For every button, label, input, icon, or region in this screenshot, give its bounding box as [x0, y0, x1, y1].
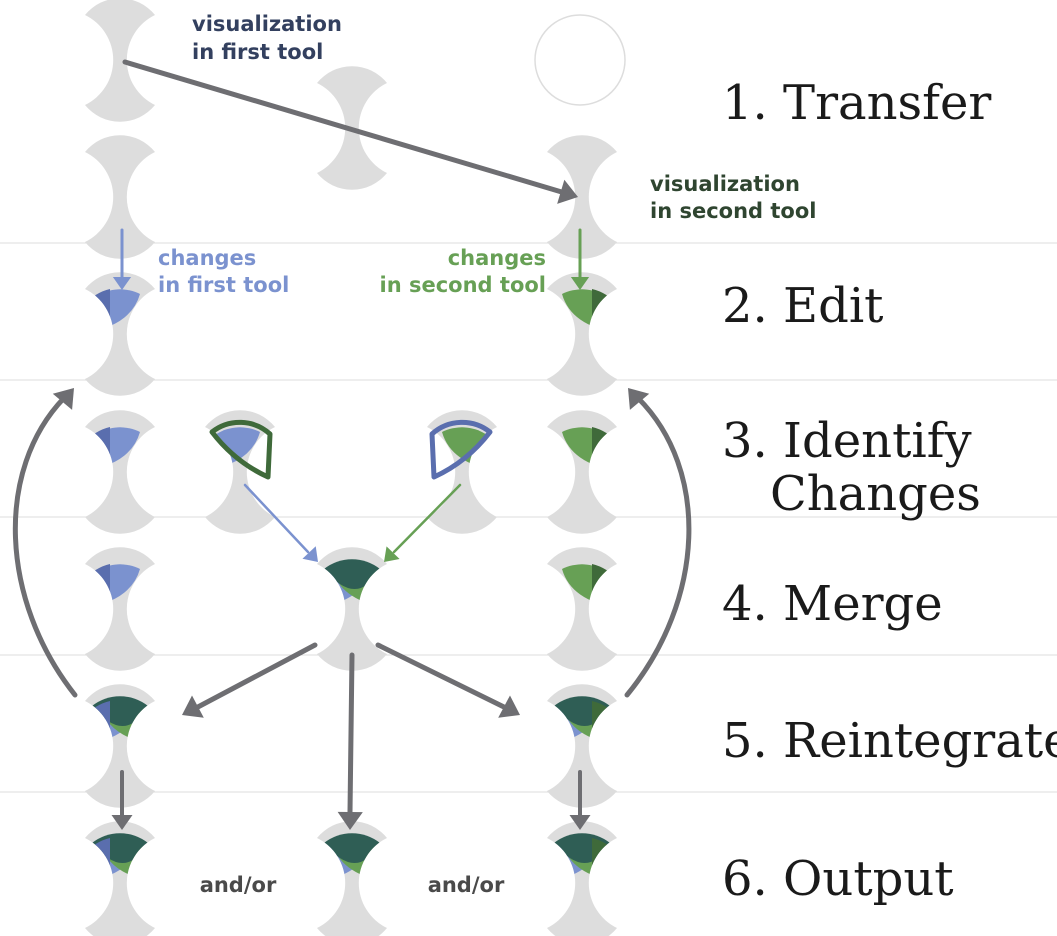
arrow-edit-first — [112, 228, 132, 290]
annotation-changes-first-line1: changes — [158, 246, 256, 270]
arrow-edit-second — [570, 228, 590, 290]
arrow-loop-first — [12, 388, 78, 698]
shape-reintegrated-second — [547, 684, 617, 808]
arrow-merge-to-second — [375, 642, 520, 718]
connector-andor-1: and/or — [200, 873, 277, 897]
connector-andor-2: and/or — [428, 873, 505, 897]
arrow-merge-to-first — [182, 642, 318, 718]
shape-merged — [317, 547, 387, 671]
arrow-diff-second-to-merge — [384, 483, 462, 562]
annotation-changes-second-line2: in second tool — [380, 273, 546, 297]
shape-first-tool-row1b — [85, 135, 155, 259]
step-label-changes: Changes — [770, 466, 981, 522]
shape-first-tool-original — [85, 0, 155, 122]
step-label-output: 6. Output — [722, 851, 954, 907]
annotation-viz-first-line2: in first tool — [192, 40, 323, 64]
step-label-transfer: 1. Transfer — [722, 75, 991, 131]
annotation-viz-second-line2: in second tool — [650, 199, 816, 223]
step-label-edit: 2. Edit — [722, 278, 883, 334]
arrow-loop-second — [624, 388, 692, 698]
arrow-merge-to-output — [337, 652, 363, 830]
step-label-merge: 4. Merge — [722, 576, 943, 632]
shape-first-tool-edited-r4 — [85, 547, 155, 671]
arrow-transfer — [122, 59, 578, 204]
shape-reintegrated-first — [85, 684, 155, 808]
shape-first-tool-edited-r3 — [85, 410, 155, 534]
annotation-viz-second-line1: visualization — [650, 172, 800, 196]
shape-placeholder-circle — [534, 14, 626, 106]
annotation-changes-second-line1: changes — [448, 246, 546, 270]
annotation-viz-first-line1: visualization — [192, 12, 342, 36]
arrow-reint-second-output — [569, 770, 591, 830]
shape-output-merged — [317, 821, 387, 936]
arrow-layer — [12, 59, 692, 830]
row-dividers — [0, 242, 1057, 793]
shape-second-tool-edited-r4 — [547, 547, 617, 671]
shape-layer — [85, 0, 626, 936]
arrow-reint-first-output — [111, 770, 133, 830]
shape-second-tool-edited — [547, 272, 617, 396]
shape-output-second — [547, 821, 617, 936]
step-label-identify: 3. Identify — [722, 413, 972, 469]
shape-second-diff — [427, 410, 497, 534]
shape-second-tool-edited-r3 — [547, 410, 617, 534]
annotation-changes-first-line2: in first tool — [158, 273, 289, 297]
shape-first-tool-edited — [85, 272, 155, 396]
step-label-reintegrate: 5. Reintegrate — [722, 713, 1057, 769]
shape-output-first — [85, 821, 155, 936]
arrow-diff-first-to-merge — [243, 483, 318, 562]
shape-first-diff — [205, 410, 275, 534]
